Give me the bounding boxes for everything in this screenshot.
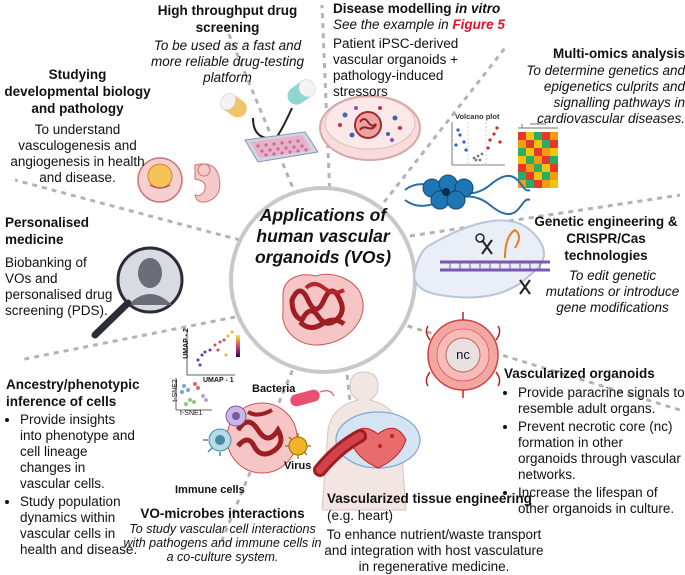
disease-desc: Patient iPSC-derived vascular organoids … xyxy=(333,36,459,99)
volcano-plot-label: Volcano plot xyxy=(455,112,500,121)
umap-y-label: UMAP - 2 xyxy=(182,328,190,359)
well-plate-icon xyxy=(244,131,319,163)
tissue-title-suffix: (e.g. heart) xyxy=(327,508,394,523)
ancestry-bullets: Provide insights into phenotype and cell… xyxy=(6,412,138,558)
center-title: Applications of human vascular organoids… xyxy=(254,205,392,267)
personalised-title: Personalised medicine xyxy=(5,215,90,247)
embryo-icon xyxy=(137,157,221,203)
ancestry-bullet: Provide insights into phenotype and cell… xyxy=(20,412,138,492)
tsne-x-label: t-SNE1 xyxy=(180,410,203,417)
tsne-y-label: t-SNE2 xyxy=(171,379,179,402)
umap-plot-icon xyxy=(186,330,240,376)
multiomics-title: Multi-omics analysis xyxy=(552,46,685,61)
vascularized-bullet: Increase the lifespan of other organoids… xyxy=(518,485,685,517)
development-section: Studying developmental biology and patho… xyxy=(0,66,155,186)
vascularized-bullets: Provide paracrine signals to resemble ad… xyxy=(504,385,685,517)
microbes-desc: To study vascular cell interactions with… xyxy=(123,522,322,564)
tsne-plot-icon xyxy=(175,378,212,411)
umap-x-label: UMAP - 1 xyxy=(203,377,234,384)
genetic-desc: To edit genetic mutations or introduce g… xyxy=(545,268,680,315)
multiomics-desc: To determine genetics and epigenetics cu… xyxy=(526,63,685,126)
hts-title: High throughput drug screening xyxy=(157,3,298,35)
vascularized-organoid-icon xyxy=(425,312,501,398)
figure-link[interactable]: Figure 5 xyxy=(452,17,505,32)
personalised-patient-icon xyxy=(91,246,184,339)
tissue-desc-box: To enhance nutrient/waste transport and … xyxy=(318,527,550,575)
disease-title-plain: Disease modelling xyxy=(333,1,456,16)
ancestry-bullet: Study population dynamics within vascula… xyxy=(20,494,138,558)
vascularized-bullet: Provide paracrine signals to resemble ad… xyxy=(518,385,685,417)
immune-cells-icon xyxy=(203,405,247,456)
genetic-title: Genetic engineering & CRISPR/Cas technol… xyxy=(534,214,678,263)
blood-vessel-icon xyxy=(313,429,367,477)
genetic-desc-box: To edit genetic mutations or introduce g… xyxy=(540,268,685,316)
vascularized-bullet: Prevent necrotic core (nc) formation in … xyxy=(518,419,685,483)
tissue-title: Vascularized tissue engineering (e.g. he… xyxy=(327,490,552,524)
center-organoid-icon xyxy=(282,273,364,346)
disease-title: Disease modelling in vitro xyxy=(333,0,523,17)
ancestry-section: Ancestry/phenotypic inference of cells P… xyxy=(6,376,156,560)
immune-cells-label: Immune cells xyxy=(175,484,245,496)
ancestry-title: Ancestry/phenotypic inference of cells xyxy=(6,377,140,409)
tissue-title-main: Vascularized tissue engineering xyxy=(327,491,532,506)
multiomics-section: Multi-omics analysis To determine geneti… xyxy=(510,45,685,127)
heatmap-icon xyxy=(518,120,558,188)
tissue-desc: To enhance nutrient/waste transport and … xyxy=(324,527,544,574)
personalised-section: Personalised medicine Biobanking of VOs … xyxy=(5,214,150,319)
virus-label: Virus xyxy=(284,460,312,472)
bacteria-label: Bacteria xyxy=(252,383,296,395)
personalised-desc: Biobanking of VOs and personalised drug … xyxy=(5,255,113,318)
disease-title-italic: in vitro xyxy=(455,1,501,16)
microbes-section: VO-microbes interactions To study vascul… xyxy=(120,505,325,564)
genetic-section: Genetic engineering & CRISPR/Cas technol… xyxy=(527,213,685,264)
crispr-plasmid-icon xyxy=(413,219,550,299)
vascularized-title: Vascularized organoids xyxy=(504,366,655,381)
vascularized-section: Vascularized organoids Provide paracrine… xyxy=(504,365,685,519)
disease-see-prefix: See the example in xyxy=(333,17,453,32)
tissue-section: Vascularized tissue engineering (e.g. he… xyxy=(327,490,552,524)
bacteria-icon xyxy=(290,389,335,407)
nc-label: nc xyxy=(456,347,470,362)
virus-icon xyxy=(285,433,311,459)
development-title: Studying developmental biology and patho… xyxy=(4,67,151,116)
petri-dish-icon xyxy=(319,95,421,161)
volcano-plot-icon xyxy=(451,122,505,166)
dna-sequencing-icon xyxy=(404,174,531,215)
hts-desc: To be used as a fast and more reliable d… xyxy=(150,38,305,85)
microbes-title: VO-microbes interactions xyxy=(140,506,305,521)
hts-section: High throughput drug screening To be use… xyxy=(140,2,315,86)
disease-see: See the example in Figure 5 xyxy=(333,17,523,33)
disease-section: Disease modelling in vitro See the examp… xyxy=(333,0,523,100)
development-desc: To understand vasculogenesis and angioge… xyxy=(10,122,145,185)
